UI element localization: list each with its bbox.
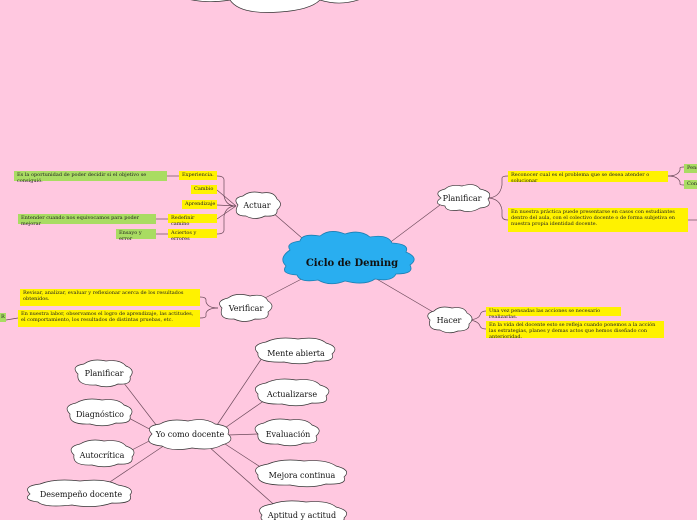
cloud-verificar[interactable]: Verificar — [219, 294, 273, 322]
cloud-hacer[interactable]: Hacer — [427, 306, 473, 334]
cloud-actuar[interactable]: Actuar — [235, 191, 281, 219]
actuar-item-0: Experiencia. — [179, 171, 217, 180]
yo-right-3: Mejora continua — [269, 471, 336, 480]
yo-right-4: Aptitud y actitud — [267, 511, 336, 520]
cloud-aptitud-actitud[interactable]: Aptitud y actitud — [259, 500, 347, 520]
planificar-stub-1: Pens — [684, 164, 697, 173]
cloud-diagnostico[interactable]: Diagnóstico — [66, 398, 133, 427]
verificar-note-1: Revisar, analizar, evaluar y reflexionar… — [20, 289, 200, 306]
partial-cloud-top — [190, 0, 360, 13]
central-label: Ciclo de Deming — [306, 258, 398, 269]
cloud-desempeno-docente[interactable]: Desempeño docente — [27, 479, 132, 507]
planificar-label: Planificar — [443, 194, 482, 203]
actuar-note-0: Es la oportunidad de poder decidir si el… — [14, 171, 167, 184]
yo-label: Yo como docente — [155, 430, 225, 439]
yo-left-1: Diagnóstico — [76, 410, 124, 419]
verificar-label: Verificar — [228, 304, 264, 313]
actuar-note-1: Entender cuando nos equivocamos para pod… — [18, 214, 156, 227]
cloud-yo-planificar[interactable]: Planificar — [74, 359, 133, 388]
yo-left-3: Desempeño docente — [40, 490, 122, 499]
actuar-note-2: Ensayo y error — [116, 229, 156, 242]
verificar-stub: R — [0, 313, 6, 322]
actuar-item-1: Cambio — [191, 185, 217, 194]
cloud-mente-abierta[interactable]: Mente abierta — [255, 337, 336, 365]
cloud-evaluacion[interactable]: Evaluación — [254, 418, 320, 447]
yo-right-0: Mente abierta — [267, 349, 325, 358]
hacer-note-1: Una vez pensadas las acciones se necesar… — [486, 307, 621, 320]
actuar-label: Actuar — [242, 201, 270, 210]
verificar-note-2: En nuestra labor, observamos el logro de… — [18, 310, 200, 327]
cloud-planificar[interactable]: Planificar — [436, 184, 491, 212]
yo-left-2: Autocrítica — [79, 451, 125, 460]
cloud-mejora-continua[interactable]: Mejora continua — [255, 459, 347, 488]
cloud-actualizarse[interactable]: Actualizarse — [255, 378, 330, 407]
actuar-item-3: Redefinir camino — [168, 214, 217, 227]
yo-right-2: Evaluación — [266, 430, 311, 439]
cloud-autocritica[interactable]: Autocrítica — [70, 439, 135, 468]
yo-left-0: Planificar — [85, 369, 124, 378]
yo-right-1: Actualizarse — [266, 390, 317, 399]
central-cloud[interactable]: Ciclo de Deming — [282, 231, 415, 285]
cloud-yo-como-docente[interactable]: Yo como docente — [148, 419, 232, 450]
planificar-stub-2: Cons — [684, 180, 697, 189]
planificar-note-1: Reconocer cual es el problema que se des… — [508, 171, 668, 184]
actuar-item-4: Aciertos y errores — [168, 229, 217, 242]
actuar-item-2: Aprendizaje — [182, 200, 217, 209]
hacer-label: Hacer — [437, 316, 462, 325]
planificar-note-2: En nuestra práctica puede presentarse en… — [508, 208, 688, 232]
hacer-note-2: En la vida del docente esto se refleja c… — [486, 321, 664, 340]
